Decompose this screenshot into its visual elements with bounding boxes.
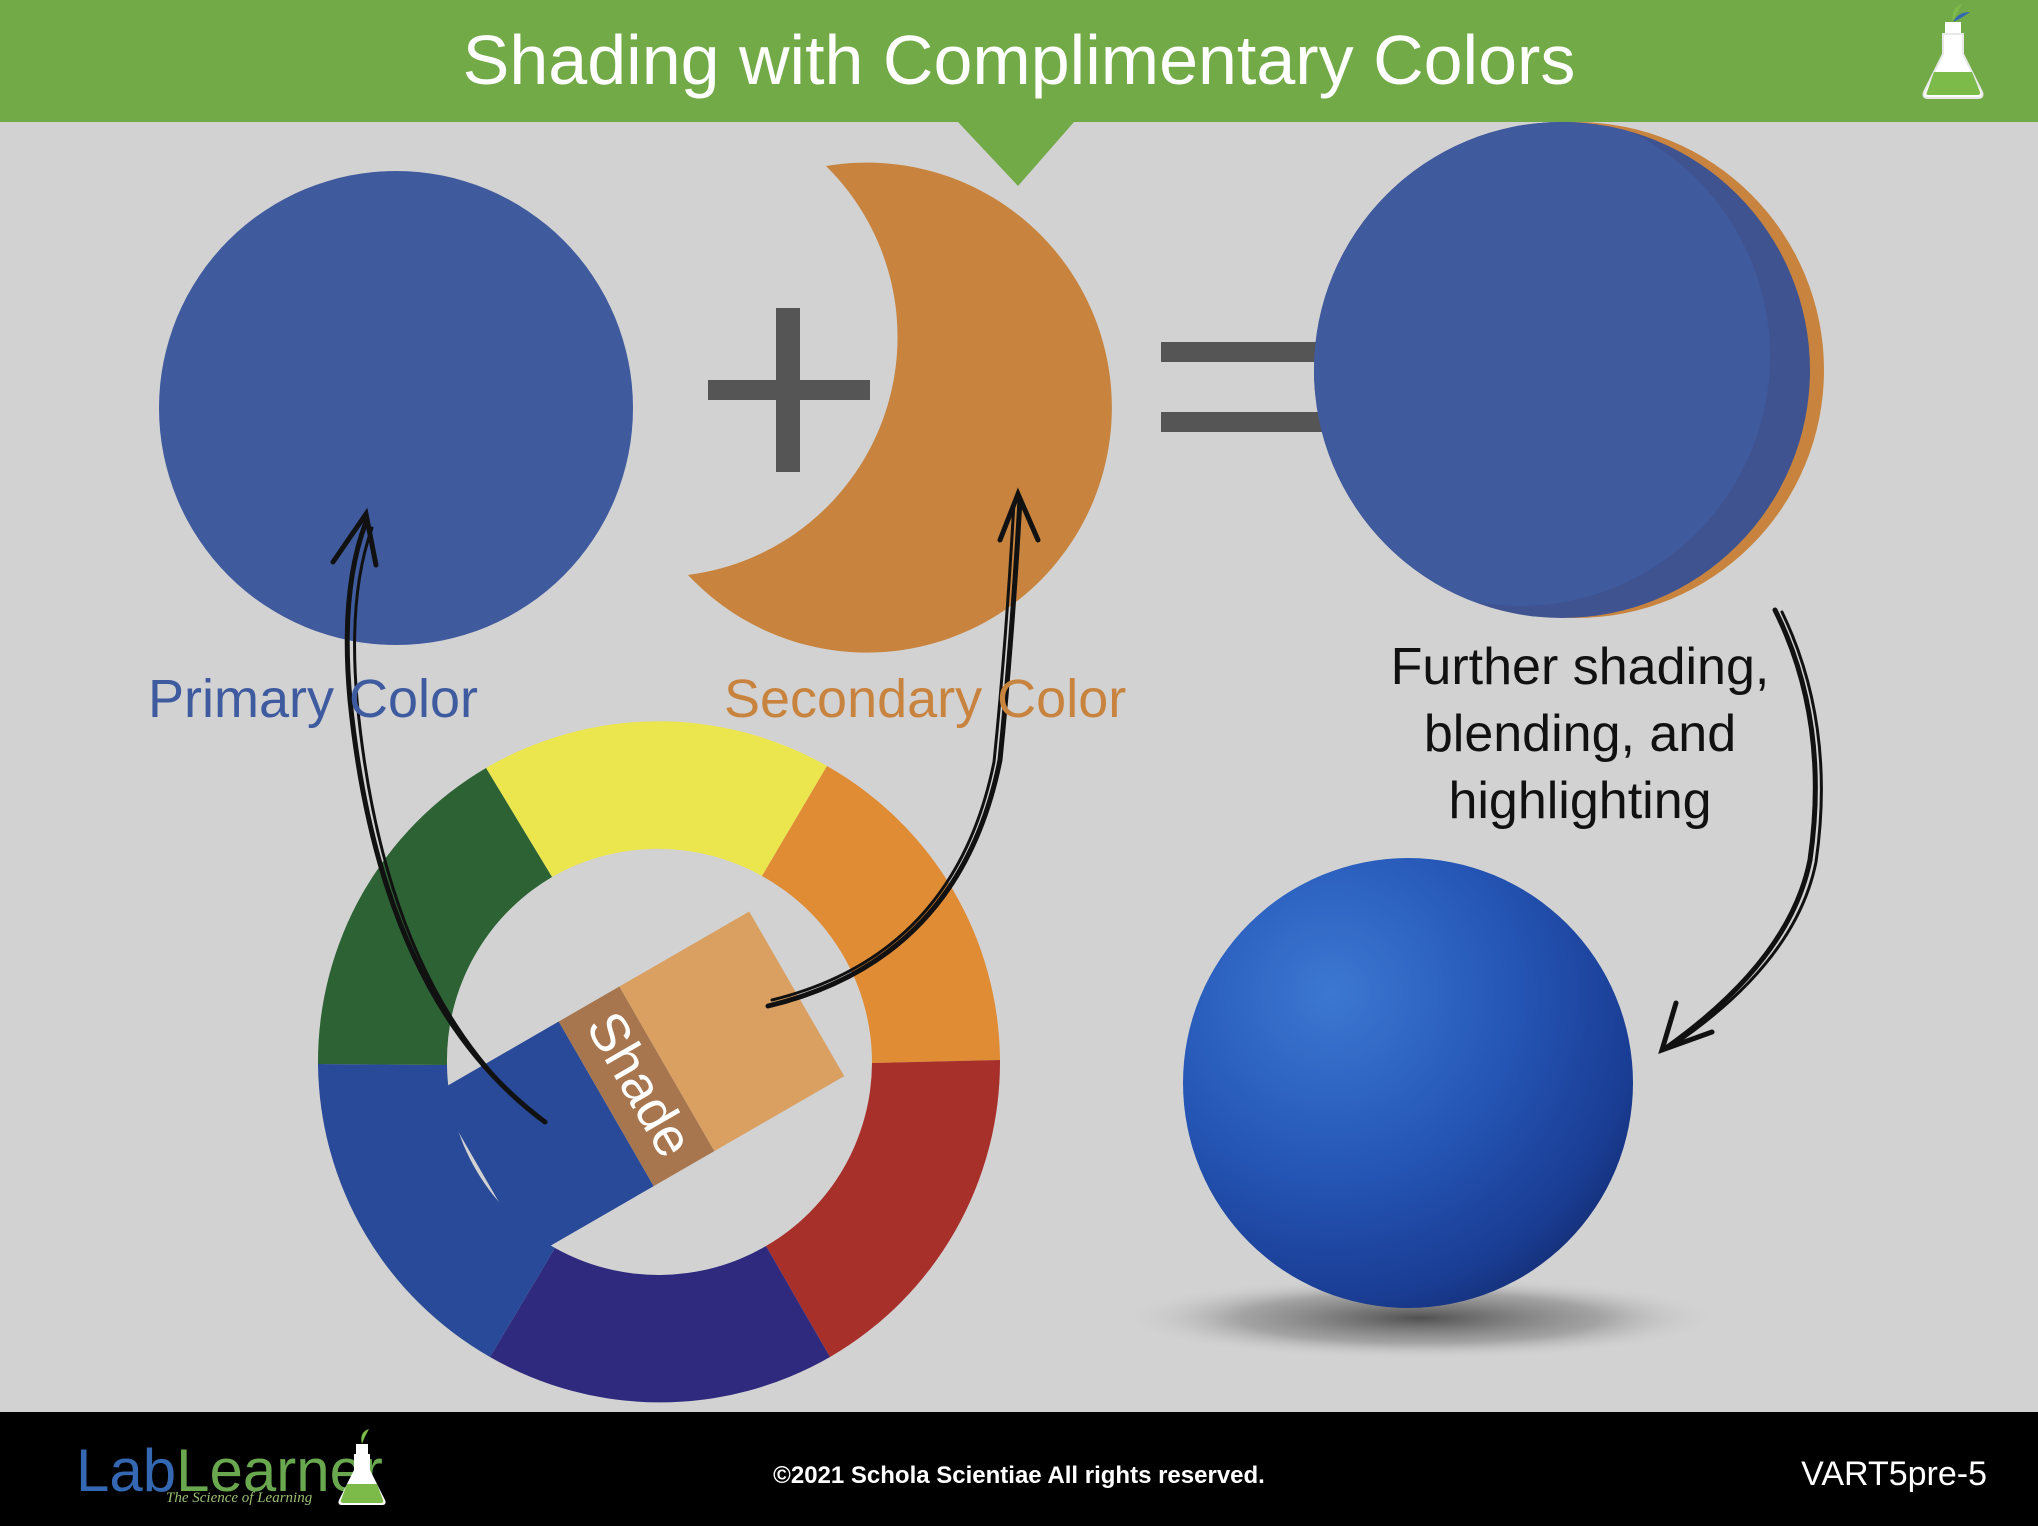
page-title: Shading with Complimentary Colors bbox=[462, 21, 1576, 99]
further-line-2: blending, and bbox=[1423, 705, 1737, 763]
logo-tagline: The Science of Learning bbox=[166, 1490, 313, 1506]
wheel-segment-blue bbox=[318, 1064, 555, 1357]
wheel-segment-green bbox=[317, 768, 552, 1065]
further-line-1: Further shading, bbox=[1390, 638, 1770, 696]
flask-icon bbox=[1922, 4, 1984, 99]
wheel-segment-yellow bbox=[486, 721, 827, 877]
wheel-segment-orange bbox=[762, 766, 1000, 1063]
sphere-shadow bbox=[1120, 1276, 1720, 1360]
further-line-3: highlighting bbox=[1448, 772, 1712, 830]
plus-icon bbox=[708, 308, 870, 472]
copyright-text: ©2021 Schola Scientiae All rights reserv… bbox=[773, 1462, 1265, 1489]
blue-sphere bbox=[1183, 858, 1633, 1308]
wheel-segment-red bbox=[766, 1060, 1001, 1357]
shade-bar: Shade bbox=[435, 911, 845, 1258]
arrow-icon bbox=[330, 487, 1823, 1125]
wheel-segment-violet bbox=[490, 1246, 830, 1403]
header-pointer bbox=[958, 122, 1074, 186]
secondary-color-label: Secondary Color bbox=[724, 669, 1127, 729]
logo-lab-text: Lab bbox=[76, 1437, 177, 1504]
slide-code: VART5pre-5 bbox=[1801, 1455, 1987, 1493]
equals-icon bbox=[1161, 342, 1323, 432]
primary-color-circle bbox=[159, 171, 633, 645]
result-shaded-circle bbox=[1314, 122, 1824, 618]
secondary-color-crescent bbox=[688, 162, 1112, 653]
title-bar bbox=[0, 0, 2038, 122]
further-shading-text: Further shading, blending, and highlight… bbox=[1330, 634, 1830, 835]
primary-color-label: Primary Color bbox=[148, 669, 479, 729]
color-wheel bbox=[317, 721, 1001, 1403]
